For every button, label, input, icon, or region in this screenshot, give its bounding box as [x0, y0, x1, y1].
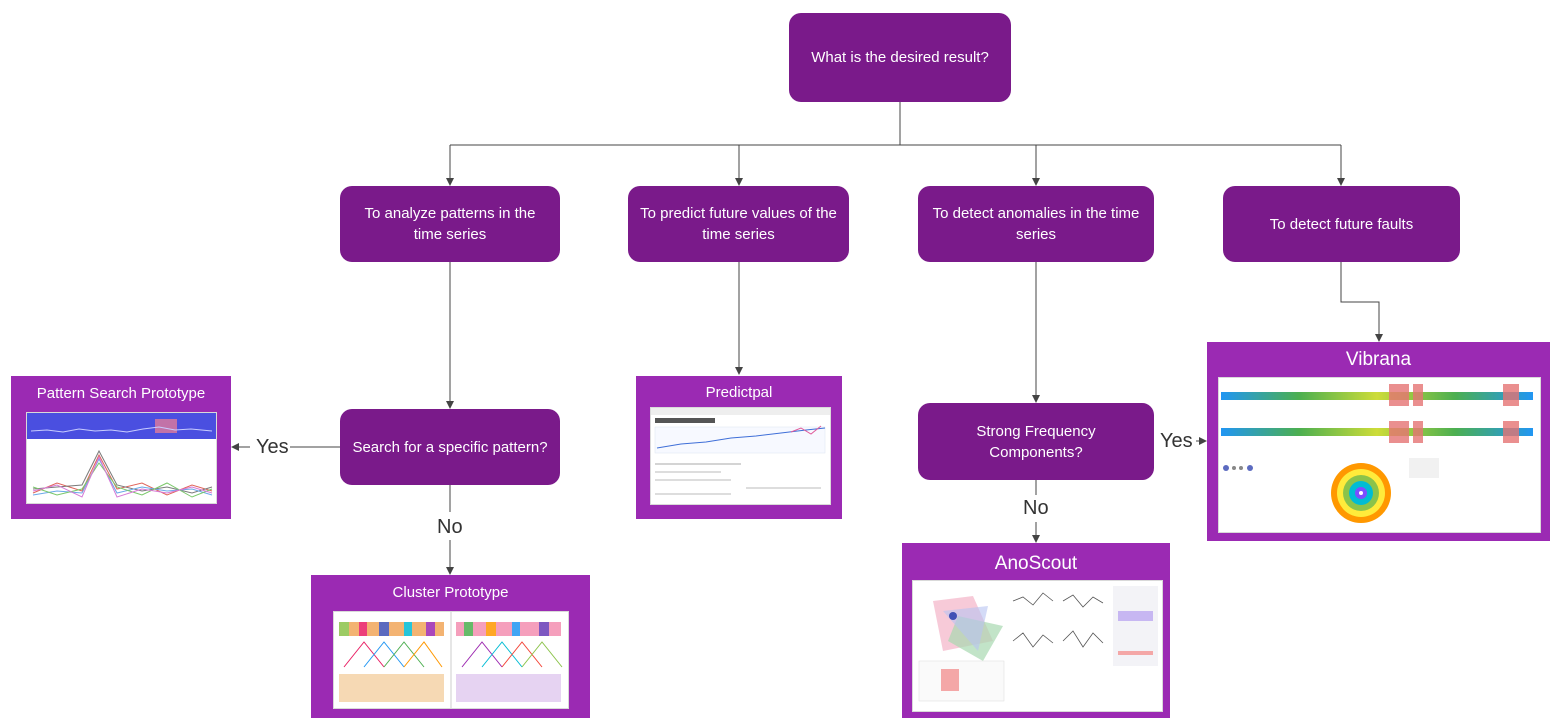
node-root-label: What is the desired result?: [811, 49, 989, 66]
card-anoscout: AnoScout: [902, 543, 1170, 718]
node-search-label: Search for a specific pattern?: [352, 438, 548, 456]
node-search-pattern: Search for a specific pattern?: [340, 409, 560, 485]
edge-label-freq-no: No: [1023, 497, 1049, 519]
edge-label-search-yes: Yes: [256, 436, 289, 458]
edge-faults-vibrana: [1340, 262, 1383, 342]
card-anoscout-title: AnoScout: [994, 553, 1078, 574]
node-detect-anomalies: To detect anomalies in the time series: [918, 186, 1154, 262]
card-cluster-title: Cluster Prototype: [392, 584, 509, 601]
card-vibrana-title: Vibrana: [1345, 349, 1412, 370]
node-anomalies-label: To detect anomalies in the time series: [932, 205, 1140, 243]
card-pattern-search-title: Pattern Search Prototype: [36, 385, 206, 402]
edge-label-search-no: No: [437, 516, 463, 538]
pattern-search-screenshot: [26, 412, 217, 504]
node-root-question: What is the desired result?: [789, 13, 1011, 102]
card-cluster: Cluster Prototype: [311, 575, 590, 718]
card-predictpal-title: Predictpal: [705, 384, 773, 401]
edge-label-freq-yes: Yes: [1160, 430, 1193, 452]
node-frequency-components: Strong Frequency Components?: [918, 403, 1154, 480]
card-pattern-search: Pattern Search Prototype: [11, 376, 231, 519]
node-analyze-label: To analyze patterns in the time series: [364, 205, 536, 243]
cluster-screenshot: [333, 611, 569, 709]
node-predict-label: To predict future values of the time ser…: [640, 205, 837, 243]
predictpal-screenshot: [650, 407, 831, 505]
anoscout-screenshot: [912, 580, 1163, 712]
node-predict-values: To predict future values of the time ser…: [628, 186, 849, 262]
node-frequency-label: Strong Frequency Components?: [976, 422, 1096, 461]
node-detect-faults: To detect future faults: [1223, 186, 1460, 262]
card-predictpal: Predictpal: [636, 376, 842, 519]
vibrana-screenshot: [1218, 377, 1541, 533]
node-faults-label: To detect future faults: [1269, 215, 1414, 233]
node-analyze-patterns: To analyze patterns in the time series: [340, 186, 560, 262]
card-vibrana: Vibrana: [1207, 342, 1550, 541]
